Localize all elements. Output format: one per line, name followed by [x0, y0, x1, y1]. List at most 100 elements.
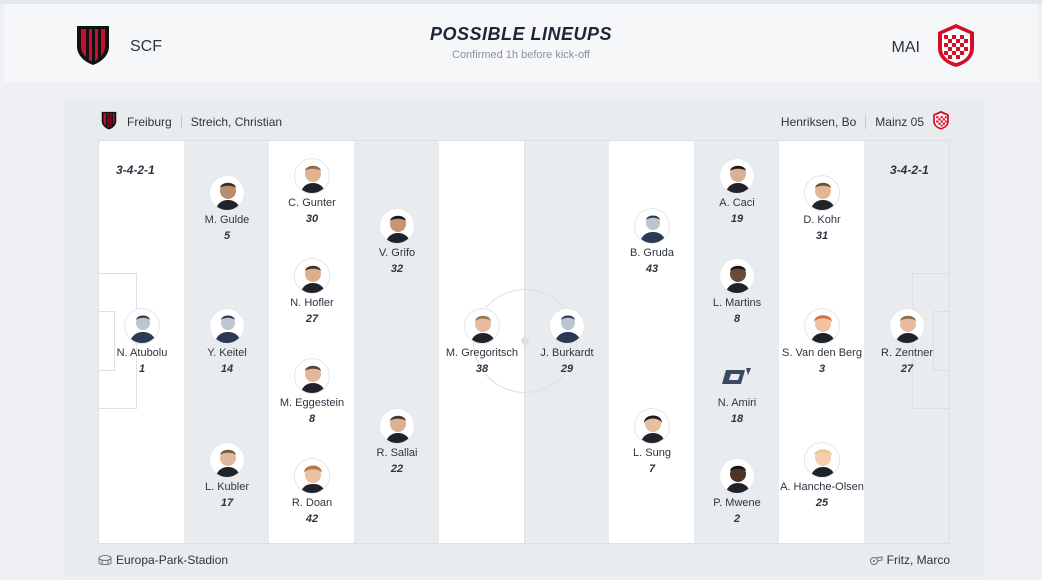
- player-number: 27: [900, 363, 914, 375]
- player-card[interactable]: L. Kubler 17: [172, 442, 282, 509]
- player-card[interactable]: C. Gunter 30: [257, 158, 367, 225]
- home-team-name[interactable]: Freiburg: [127, 114, 172, 129]
- freiburg-small-crest-icon: [100, 110, 118, 133]
- referee-info: Fritz, Marco: [869, 553, 950, 567]
- player-card[interactable]: S. Van den Berg 3: [767, 308, 877, 375]
- player-avatar: [634, 408, 670, 444]
- player-avatar: [719, 258, 755, 294]
- player-number: 32: [390, 263, 404, 275]
- player-number: 5: [223, 230, 231, 242]
- away-formation: 3-4-2-1: [890, 163, 929, 177]
- home-coach[interactable]: Streich, Christian: [190, 114, 283, 129]
- player-name: J. Burkardt: [540, 347, 594, 359]
- player-avatar: [124, 308, 160, 344]
- player-card[interactable]: P. Mwene 2: [682, 458, 792, 525]
- whistle-icon: [869, 556, 883, 565]
- player-number: 31: [815, 230, 829, 242]
- player-number: 2: [733, 513, 741, 525]
- player-card[interactable]: M. Eggestein 8: [257, 358, 367, 425]
- player-card[interactable]: M. Gulde 5: [172, 175, 282, 242]
- player-name: L. Sung: [633, 447, 671, 459]
- player-name: B. Gruda: [629, 247, 675, 259]
- player-avatar: [379, 408, 415, 444]
- player-name: C. Gunter: [288, 197, 336, 209]
- home-abbreviation: SCF: [130, 37, 162, 55]
- player-avatar: [294, 258, 330, 294]
- player-card[interactable]: R. Doan 42: [257, 458, 367, 525]
- player-avatar: [209, 175, 245, 211]
- player-name: R. Sallai: [376, 447, 418, 459]
- player-card[interactable]: M. Gregoritsch 38: [427, 308, 537, 375]
- player-card[interactable]: N. Hofler 27: [257, 258, 367, 325]
- player-name: V. Grifo: [378, 247, 416, 259]
- stadium-name: Europa-Park-Stadion: [116, 553, 229, 567]
- player-card[interactable]: L. Martins 8: [682, 258, 792, 325]
- player-number: 18: [730, 413, 744, 425]
- player-number: 3: [818, 363, 826, 375]
- player-number: 43: [645, 263, 659, 275]
- player-avatar: [294, 158, 330, 194]
- player-name: S. Van den Berg: [782, 347, 862, 359]
- player-card[interactable]: J. Burkardt 29: [512, 308, 622, 375]
- stadium-icon: [98, 555, 112, 565]
- lineup-card: Freiburg Streich, Christian Henriksen, B…: [64, 99, 984, 577]
- player-card[interactable]: V. Grifo 32: [342, 208, 452, 275]
- player-avatar: [804, 442, 840, 478]
- player-card[interactable]: A. Hanche-Olsen 25: [767, 442, 877, 509]
- home-team-header[interactable]: SCF: [74, 22, 162, 71]
- player-avatar: [889, 308, 925, 344]
- placeholder-logo-icon: [719, 358, 755, 394]
- away-team-header[interactable]: MAI: [892, 22, 976, 73]
- player-card[interactable]: D. Kohr 31: [767, 175, 877, 242]
- player-name: M. Gregoritsch: [445, 347, 519, 359]
- player-name: N. Hofler: [290, 297, 334, 309]
- player-name: M. Gulde: [204, 214, 250, 226]
- player-avatar: [804, 308, 840, 344]
- away-abbreviation: MAI: [891, 38, 920, 56]
- player-card[interactable]: N. Amiri 18: [682, 358, 792, 425]
- player-card[interactable]: B. Gruda 43: [597, 208, 707, 275]
- player-number: 7: [648, 463, 656, 475]
- away-goal-area: [933, 311, 949, 371]
- player-name: P. Mwene: [713, 497, 761, 509]
- player-avatar: [294, 458, 330, 494]
- player-avatar: [719, 458, 755, 494]
- player-card[interactable]: R. Sallai 22: [342, 408, 452, 475]
- player-avatar: [804, 175, 840, 211]
- player-name: R. Zentner: [881, 347, 933, 359]
- player-name: L. Kubler: [204, 481, 250, 493]
- away-team-name[interactable]: Mainz 05: [875, 114, 924, 129]
- player-avatar: [209, 442, 245, 478]
- home-goal-area: [99, 311, 115, 371]
- away-coach[interactable]: Henriksen, Bo: [780, 114, 857, 129]
- player-avatar: [719, 158, 755, 194]
- player-card[interactable]: Y. Keitel 14: [172, 308, 282, 375]
- player-name: N. Amiri: [717, 397, 757, 409]
- player-number: 1: [138, 363, 146, 375]
- page-title: POSSIBLE LINEUPS: [429, 24, 613, 44]
- referee-name: Fritz, Marco: [886, 553, 950, 567]
- lineup-card-header: Freiburg Streich, Christian Henriksen, B…: [64, 99, 984, 137]
- player-number: 27: [305, 313, 319, 325]
- player-card[interactable]: L. Sung 7: [597, 408, 707, 475]
- player-name: R. Doan: [291, 497, 333, 509]
- stadium-info: Europa-Park-Stadion: [98, 553, 228, 567]
- player-card[interactable]: N. Atubolu 1: [99, 308, 197, 375]
- player-number: 29: [560, 363, 574, 375]
- player-name: M. Eggestein: [279, 397, 345, 409]
- player-number: 14: [220, 363, 234, 375]
- mainz-small-crest-icon: [932, 110, 950, 133]
- player-number: 42: [305, 513, 319, 525]
- player-card[interactable]: R. Zentner 27: [852, 308, 949, 375]
- home-formation: 3-4-2-1: [116, 163, 155, 177]
- player-name: A. Caci: [719, 197, 755, 209]
- freiburg-crest-icon: [74, 22, 112, 71]
- player-number: 8: [733, 313, 741, 325]
- divider: [180, 114, 182, 129]
- player-number: 30: [305, 213, 319, 225]
- player-name: N. Atubolu: [116, 347, 168, 359]
- player-card[interactable]: A. Caci 19: [682, 158, 792, 225]
- player-number: 25: [815, 497, 829, 509]
- away-team-info: Henriksen, Bo Mainz 05: [781, 110, 950, 133]
- player-number: 38: [475, 363, 489, 375]
